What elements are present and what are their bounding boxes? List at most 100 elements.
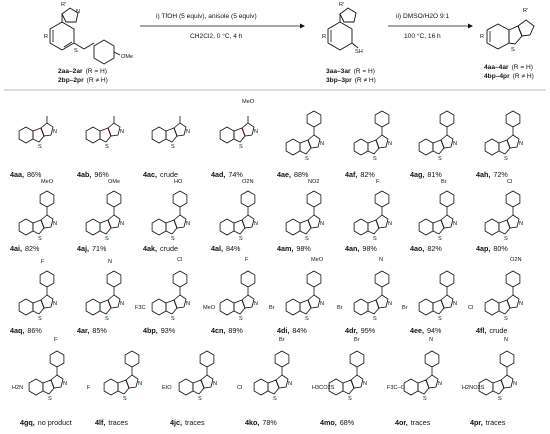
product-result: 94% xyxy=(427,326,442,335)
start-label-2: 2bp–2pr(R ≠ H) xyxy=(58,77,108,84)
benzo-ring xyxy=(484,218,500,236)
product-id: 4ag, xyxy=(410,170,424,179)
product-result: crude xyxy=(160,170,178,179)
product-label: 4jc,traces xyxy=(170,418,205,427)
thiazole-ring xyxy=(498,139,511,155)
product-label: 4an,98% xyxy=(345,244,377,253)
thiazole-ring xyxy=(417,379,430,395)
triazole-ring xyxy=(375,134,389,149)
product-id: 4pr, xyxy=(470,418,483,427)
product-result: 81% xyxy=(427,170,442,179)
thiazole-ring xyxy=(165,127,178,143)
thiazole-ring xyxy=(367,219,380,235)
thiazole-ring xyxy=(432,219,445,235)
product-label: 4al,84% xyxy=(211,244,241,253)
ring-substituent-label: F3C–O xyxy=(387,385,406,391)
starting-material-2: R R' N S OMe 2aa–2ar(R = H) 2bp–2pr(R ≠ … xyxy=(44,2,133,84)
product-id: 4af, xyxy=(345,170,357,179)
s-atom: S xyxy=(504,236,508,242)
thiazole-ring xyxy=(367,139,380,155)
product-label: 4ao,82% xyxy=(410,244,442,253)
n-atom: N xyxy=(213,381,217,387)
benzo-ring xyxy=(18,126,34,144)
triazole-ring xyxy=(125,374,139,389)
product-id: 4aq, xyxy=(10,326,24,335)
aryl-ring xyxy=(172,270,188,288)
benzo-ring xyxy=(151,126,167,144)
product-id: 4am, xyxy=(277,244,293,253)
thiazole-ring xyxy=(233,219,246,235)
product-result: 93% xyxy=(161,326,176,335)
n-atom: N xyxy=(363,381,367,387)
triazole-ring xyxy=(50,374,64,389)
s-atom: S xyxy=(105,236,109,242)
triazole-ring xyxy=(107,294,121,309)
product-result: 84% xyxy=(292,326,307,335)
product-id: 4ap, xyxy=(476,244,490,253)
aryl-ring xyxy=(106,190,122,208)
aryl-substituent-label: N xyxy=(504,337,508,343)
triazole-ring xyxy=(440,134,454,149)
thiazole-ring xyxy=(432,299,445,315)
benzo-ring xyxy=(418,298,434,316)
aryl-ring xyxy=(106,270,122,288)
benzo-ring xyxy=(484,138,500,156)
benzo-ring xyxy=(28,378,44,396)
triazole-ring xyxy=(241,294,255,309)
thiazole-ring xyxy=(165,219,178,235)
product-label: 4ag,81% xyxy=(410,170,442,179)
s-atom: S xyxy=(171,316,175,322)
product-result: 89% xyxy=(228,326,243,335)
benzo-ring xyxy=(178,378,194,396)
substituent-label: OMe xyxy=(108,179,120,185)
ring-substituent-label: F3C xyxy=(135,305,146,311)
s-atom: S xyxy=(305,156,309,162)
aryl-ring xyxy=(374,110,390,128)
s-atom-4: S xyxy=(511,47,515,53)
product-label: 4ko,78% xyxy=(245,418,277,427)
product-id: 4gq, xyxy=(20,418,35,427)
aryl-ring xyxy=(39,270,55,288)
benzo-ring xyxy=(219,298,235,316)
benzo-ring xyxy=(353,298,369,316)
n-atom: N xyxy=(53,221,57,227)
product-result: 74% xyxy=(228,170,243,179)
aryl-ring xyxy=(505,190,521,208)
substituent-label: HO xyxy=(174,179,183,185)
n-atom: N xyxy=(320,221,324,227)
s-atom: S xyxy=(438,316,442,322)
ring-substituent-label: H2NO2S xyxy=(462,385,485,391)
s-atom: S xyxy=(498,396,502,402)
mid-label-1: 3aa–3ar(R = H) xyxy=(326,68,375,75)
s-atom: S xyxy=(273,396,277,402)
product-result: crude xyxy=(489,326,507,335)
product-label: 4ak,crude xyxy=(143,244,178,253)
s-atom: S xyxy=(348,396,352,402)
product-result: 98% xyxy=(296,244,311,253)
reaction-arrow-2: ii) DMSO/H2O 9:1 100 °C, 16 h xyxy=(388,13,473,40)
s-atom: S xyxy=(239,144,243,150)
ring-substituent-label: H3CO2S xyxy=(312,385,335,391)
n-atom: N xyxy=(120,301,124,307)
product-result: 82% xyxy=(427,244,442,253)
s-atom: S xyxy=(373,156,377,162)
n-atom: N xyxy=(519,141,523,147)
n-atom: N xyxy=(513,381,517,387)
product-id: 4dr, xyxy=(345,326,358,335)
aryl-substituent-label: F xyxy=(54,337,58,343)
s-atom: S xyxy=(423,396,427,402)
s-atom: S xyxy=(504,316,508,322)
triazole-ring xyxy=(307,134,321,149)
s-atom: S xyxy=(38,316,42,322)
aryl-ring xyxy=(374,190,390,208)
n-atom: N xyxy=(254,301,258,307)
aryl-ring xyxy=(505,110,521,128)
benzo-ring xyxy=(353,218,369,236)
substituent-label: NO2 xyxy=(308,179,320,185)
